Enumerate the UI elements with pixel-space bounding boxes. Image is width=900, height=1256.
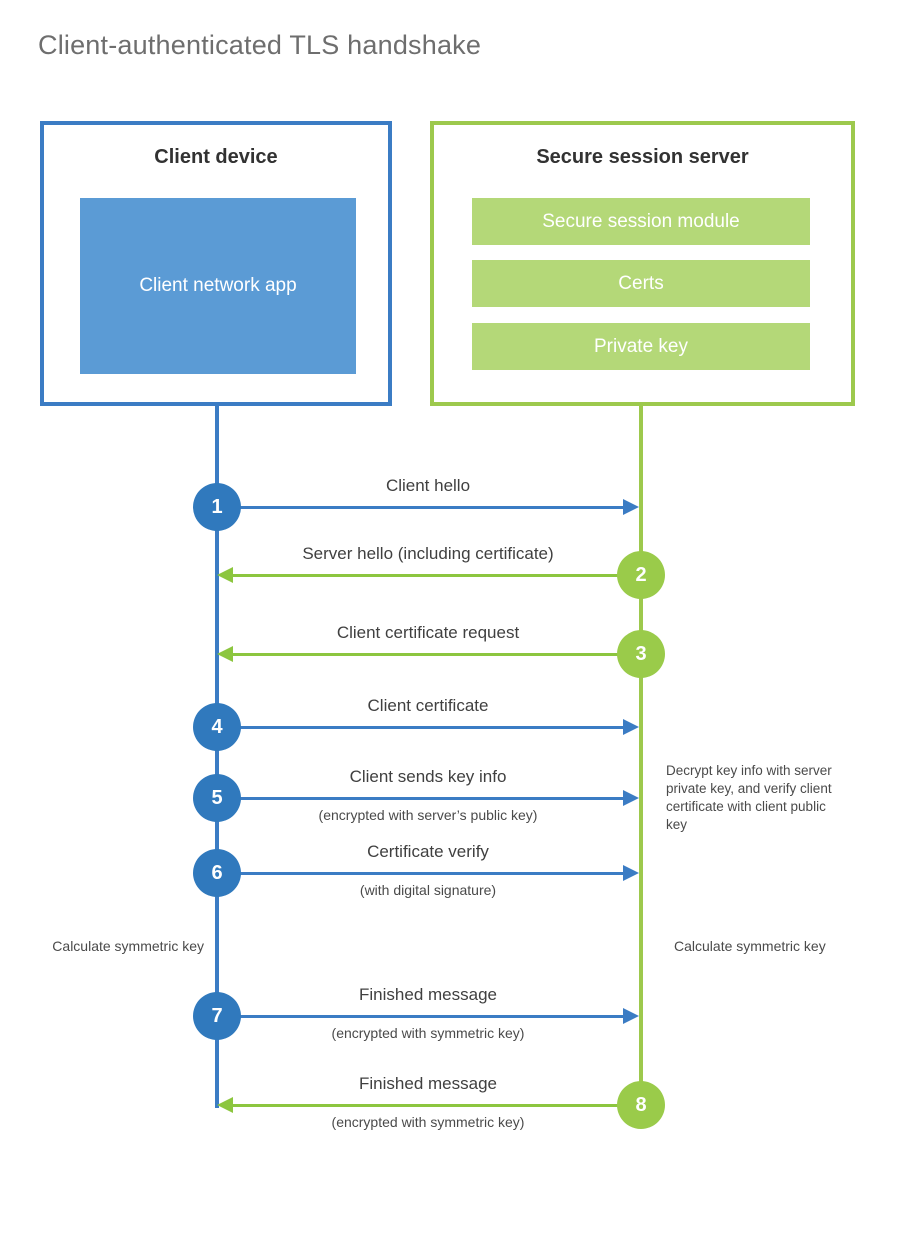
step-marker-5[interactable]: 5 [193, 774, 241, 822]
message-arrow-8 [225, 1104, 639, 1107]
page-title: Client-authenticated TLS handshake [38, 30, 482, 60]
message-arrow-4 [217, 726, 631, 729]
server-module-secure-session-module: Secure session module [472, 198, 810, 245]
message-label-6: Certificate verify [367, 842, 489, 861]
server-module-private-key: Private key [472, 323, 810, 370]
message-label-1: Client hello [385, 476, 471, 495]
message-arrow-3 [225, 653, 639, 656]
step-marker-6[interactable]: 6 [193, 849, 241, 897]
message-arrow-5 [217, 797, 631, 800]
message-arrowhead-6 [623, 865, 639, 881]
message-label-7: Finished message [359, 985, 497, 1004]
secure-session-server-box: Secure session server Secure session mod… [430, 121, 855, 406]
server-calculate-symmetric-key-note: Calculate symmetric key [674, 938, 826, 954]
server-lifeline [639, 406, 643, 1108]
message-sublabel-8: (encrypted with symmetric key) [331, 1114, 525, 1130]
message-arrowhead-5 [623, 790, 639, 806]
secure-session-server-title: Secure session server [536, 146, 749, 168]
client-lifeline [215, 406, 219, 1108]
step-marker-8[interactable]: 8 [617, 1081, 665, 1129]
message-arrowhead-4 [623, 719, 639, 735]
message-label-4: Client certificate [367, 696, 489, 715]
server-decrypt-note: Decrypt key info with server private key… [666, 763, 832, 832]
message-arrow-6 [217, 872, 631, 875]
step-marker-2[interactable]: 2 [617, 551, 665, 599]
step-marker-4[interactable]: 4 [193, 703, 241, 751]
message-arrow-2 [225, 574, 639, 577]
message-label-8: Finished message [359, 1074, 497, 1093]
message-arrowhead-3 [217, 646, 233, 662]
message-arrow-1 [217, 506, 631, 509]
message-sublabel-6: (with digital signature) [359, 882, 497, 898]
step-marker-7[interactable]: 7 [193, 992, 241, 1040]
message-arrowhead-7 [623, 1008, 639, 1024]
message-arrow-7 [217, 1015, 631, 1018]
message-sublabel-7: (encrypted with symmetric key) [331, 1025, 525, 1041]
client-device-box: Client device Client network app [40, 121, 392, 406]
message-label-3: Client certificate request [336, 623, 520, 642]
message-label-5: Client sends key info [349, 767, 507, 786]
message-label-2: Server hello (including certificate) [302, 544, 554, 563]
step-marker-3[interactable]: 3 [617, 630, 665, 678]
step-marker-1[interactable]: 1 [193, 483, 241, 531]
message-arrowhead-8 [217, 1097, 233, 1113]
message-arrowhead-2 [217, 567, 233, 583]
client-calculate-symmetric-key-note: Calculate symmetric key [52, 938, 204, 954]
client-device-title: Client device [154, 146, 278, 168]
client-network-app-block: Client network app [80, 198, 356, 374]
server-module-certs: Certs [472, 260, 810, 307]
message-sublabel-5: (encrypted with server’s public key) [318, 807, 538, 823]
message-arrowhead-1 [623, 499, 639, 515]
